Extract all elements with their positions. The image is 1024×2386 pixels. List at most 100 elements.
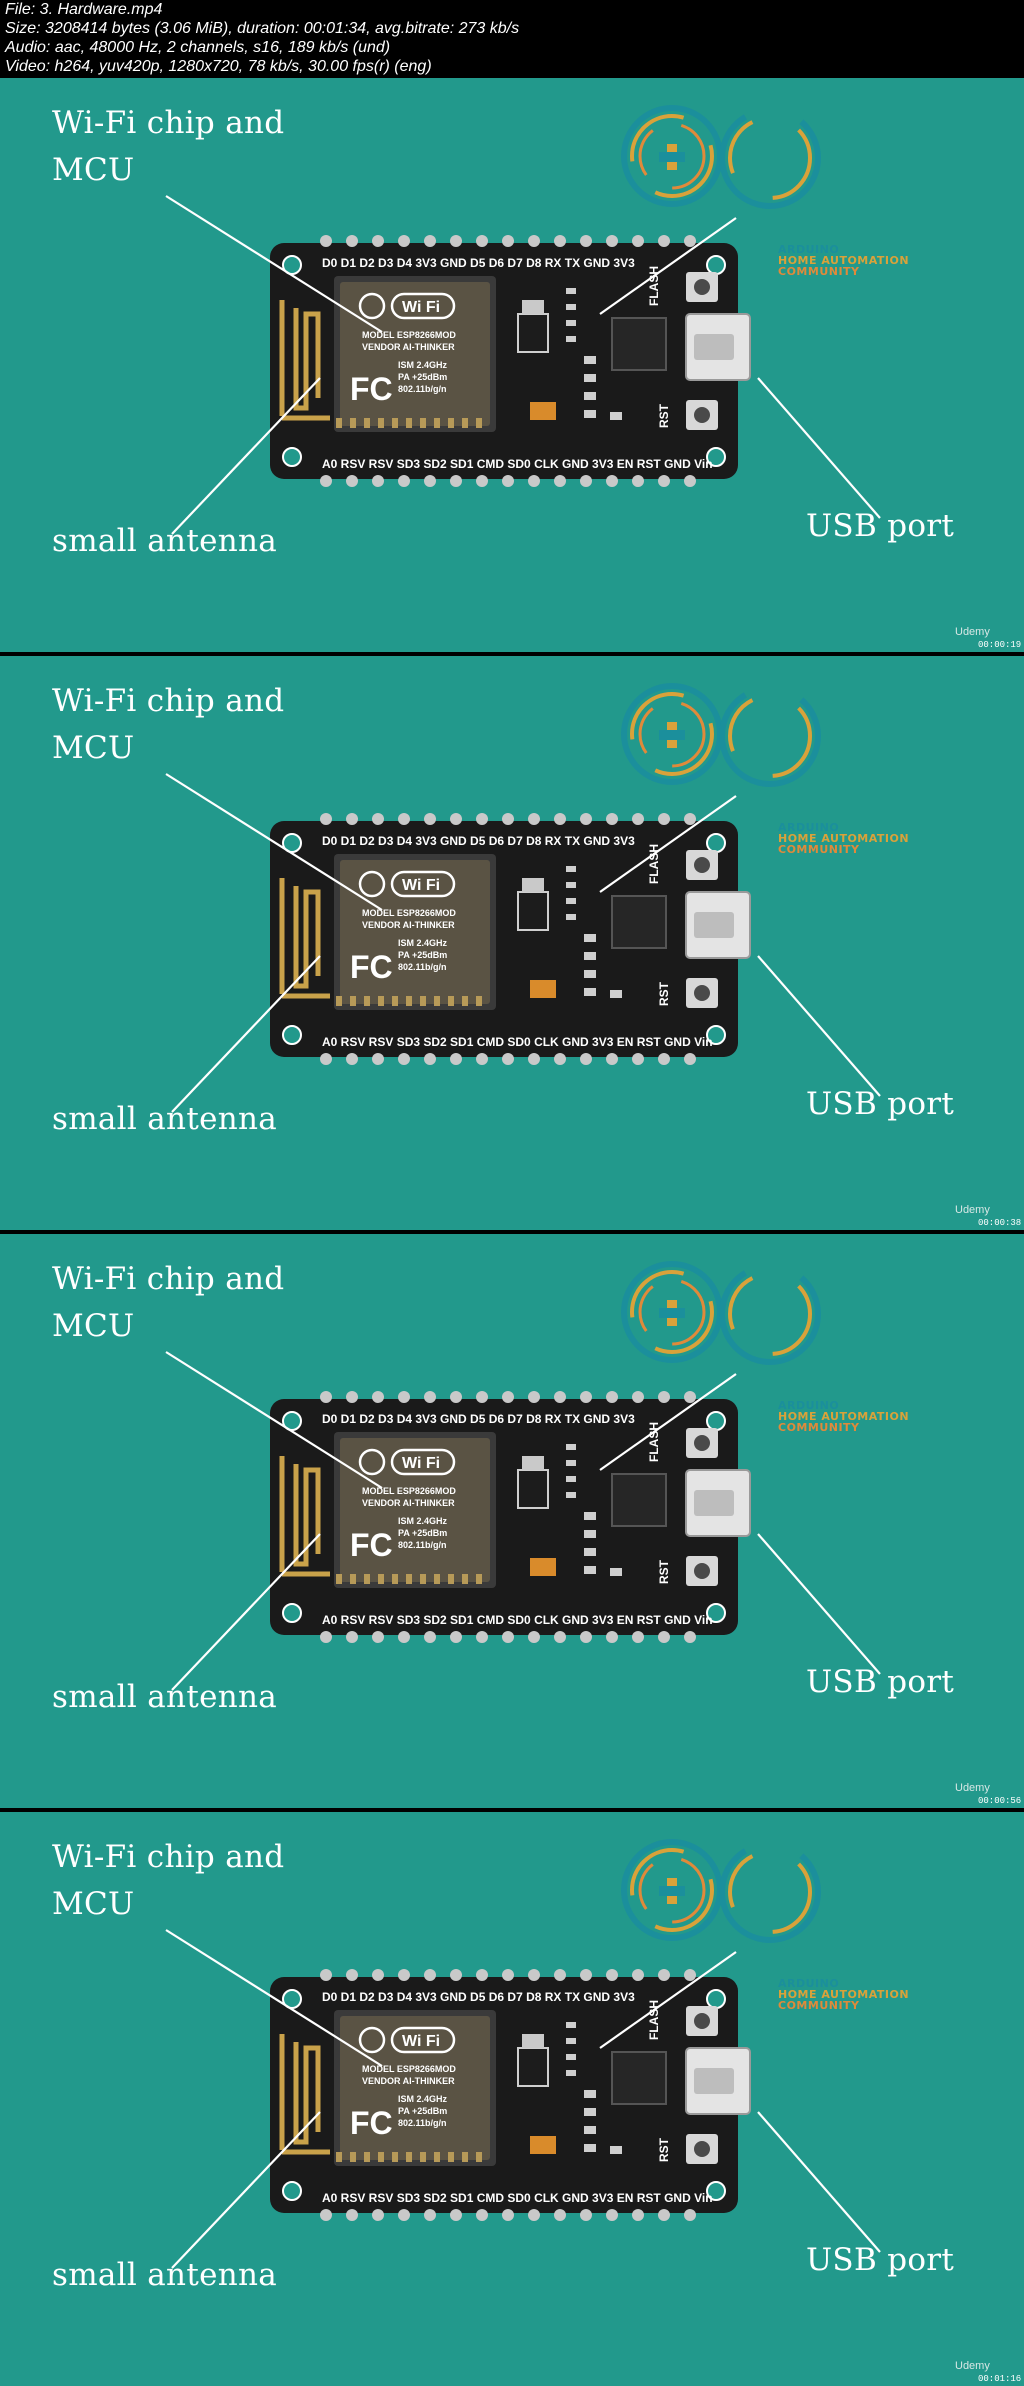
logo-text-home: HOME AUTOMATION: [778, 1988, 910, 2001]
wifi-badge-text: Wi Fi: [402, 299, 440, 316]
logo-text-home: HOME AUTOMATION: [778, 254, 910, 267]
svg-text:FC: FC: [350, 949, 393, 985]
frame-timestamp: 00:00:38: [978, 1218, 1022, 1228]
top-pin-labels: D0 D1 D2 D3 D4 3V3 GND D5 D6 D7 D8 RX TX…: [322, 256, 635, 270]
video-frame-1: D0 D1 D2 D3 D4 3V3 GND D5 D6 D7 D8 RX TX…: [0, 78, 1024, 652]
community-logo-icon: [621, 683, 821, 787]
wifi-logo-icon: Wi Fi: [358, 870, 456, 898]
file-name-line: File: 3. Hardware.mp4: [5, 1, 163, 18]
frame-timestamp: 00:00:19: [978, 640, 1022, 650]
antenna-caption: small antenna: [52, 1101, 278, 1137]
usb-port-caption: USB port: [806, 508, 955, 544]
chip-pa: PA +25dBm: [398, 2106, 447, 2116]
logo-text-home: HOME AUTOMATION: [778, 832, 910, 845]
antenna-trace: [279, 2034, 330, 2155]
svg-text:FC: FC: [350, 2105, 393, 2141]
svg-text:FC: FC: [350, 1527, 393, 1563]
chip-pa: PA +25dBm: [398, 950, 447, 960]
bottom-pin-labels: A0 RSV RSV SD3 SD2 SD1 CMD SD0 CLK GND 3…: [322, 2191, 713, 2205]
wifi-chip-caption: Wi-Fi chip and MCU: [52, 105, 285, 188]
antenna-trace: [279, 878, 330, 999]
flash-button: [686, 850, 718, 880]
usb-connector: [685, 891, 751, 959]
community-logo-icon: [621, 105, 821, 209]
bottom-pin-labels: A0 RSV RSV SD3 SD2 SD1 CMD SD0 CLK GND 3…: [322, 457, 713, 471]
fc-mark-icon: FC: [350, 2105, 393, 2141]
wifi-chip-caption: Wi-Fi chip and MCU: [52, 683, 285, 766]
antenna-caption: small antenna: [52, 523, 278, 559]
rst-label: RST: [657, 981, 671, 1006]
flash-label: FLASH: [647, 844, 661, 884]
nodemcu-board: D0 D1 D2 D3 D4 3V3 GND D5 D6 D7 D8 RX TX…: [270, 1391, 751, 1643]
wifi-logo-icon: Wi Fi: [358, 292, 456, 320]
rst-label: RST: [657, 403, 671, 428]
flash-button: [686, 1428, 718, 1458]
udemy-watermark: Udemy: [955, 2360, 990, 2372]
wifi-badge-text: Wi Fi: [402, 2033, 440, 2050]
chip-ism: ISM 2.4GHz: [398, 2094, 448, 2104]
usb-connector: [685, 313, 751, 381]
udemy-watermark: Udemy: [955, 1204, 990, 1216]
chip-ism: ISM 2.4GHz: [398, 360, 448, 370]
flash-label: FLASH: [647, 266, 661, 306]
chip-standard: 802.11b/g/n: [398, 2118, 447, 2128]
top-pin-labels: D0 D1 D2 D3 D4 3V3 GND D5 D6 D7 D8 RX TX…: [322, 834, 635, 848]
pointer-lines: [165, 773, 881, 1113]
reset-button: [686, 978, 718, 1008]
logo-text-arduino: ARDUINO: [778, 821, 840, 834]
chip-model: MODEL ESP8266MOD: [362, 330, 456, 340]
antenna-trace: [279, 1456, 330, 1577]
chip-model: MODEL ESP8266MOD: [362, 1486, 456, 1496]
usb-connector: [685, 1469, 751, 1537]
chip-model: MODEL ESP8266MOD: [362, 2064, 456, 2074]
chip-pa: PA +25dBm: [398, 1528, 447, 1538]
chip-vendor: VENDOR AI-THINKER: [362, 920, 455, 930]
svg-text:FC: FC: [350, 371, 393, 407]
wifi-logo-icon: Wi Fi: [358, 1448, 456, 1476]
reset-button: [686, 1556, 718, 1586]
chip-standard: 802.11b/g/n: [398, 1540, 447, 1550]
community-logo-icon: [621, 1839, 821, 1943]
pointer-lines: [165, 1351, 881, 1691]
logo-text-community: COMMUNITY: [778, 1999, 860, 2012]
frame-illustration: D0 D1 D2 D3 D4 3V3 GND D5 D6 D7 D8 RX TX…: [165, 1261, 881, 1691]
logo-text-community: COMMUNITY: [778, 843, 860, 856]
frame-illustration: D0 D1 D2 D3 D4 3V3 GND D5 D6 D7 D8 RX TX…: [165, 683, 881, 1113]
video-frame-3: D0 D1 D2 D3 D4 3V3 GND D5 D6 D7 D8 RX TX…: [0, 1234, 1024, 1808]
antenna-caption: small antenna: [52, 2257, 278, 2293]
frame-illustration: D0 D1 D2 D3 D4 3V3 GND D5 D6 D7 D8 RX TX…: [165, 105, 881, 535]
fc-mark-icon: FC: [350, 371, 393, 407]
chip-standard: 802.11b/g/n: [398, 962, 447, 972]
file-size-line: Size: 3208414 bytes (3.06 MiB), duration…: [5, 20, 520, 37]
usb-port-caption: USB port: [806, 2242, 955, 2278]
rst-label: RST: [657, 1559, 671, 1584]
bottom-pin-labels: A0 RSV RSV SD3 SD2 SD1 CMD SD0 CLK GND 3…: [322, 1613, 713, 1627]
wifi-badge-text: Wi Fi: [402, 1455, 440, 1472]
antenna-caption: small antenna: [52, 1679, 278, 1715]
chip-vendor: VENDOR AI-THINKER: [362, 342, 455, 352]
wifi-logo-icon: Wi Fi: [358, 2026, 456, 2054]
chip-vendor: VENDOR AI-THINKER: [362, 2076, 455, 2086]
nodemcu-board: D0 D1 D2 D3 D4 3V3 GND D5 D6 D7 D8 RX TX…: [270, 235, 751, 487]
audio-info-line: Audio: aac, 48000 Hz, 2 channels, s16, 1…: [5, 39, 391, 56]
wifi-chip-caption: Wi-Fi chip and MCU: [52, 1839, 285, 1922]
logo-text-arduino: ARDUINO: [778, 1977, 840, 1990]
community-logo-icon: [621, 1261, 821, 1365]
top-pin-labels: D0 D1 D2 D3 D4 3V3 GND D5 D6 D7 D8 RX TX…: [322, 1990, 635, 2004]
flash-label: FLASH: [647, 2000, 661, 2040]
bottom-pin-labels: A0 RSV RSV SD3 SD2 SD1 CMD SD0 CLK GND 3…: [322, 1035, 713, 1049]
flash-button: [686, 272, 718, 302]
logo-text-arduino: ARDUINO: [778, 243, 840, 256]
frame-timestamp: 00:01:16: [978, 2374, 1022, 2384]
logo-text-community: COMMUNITY: [778, 1421, 860, 1434]
wifi-badge-text: Wi Fi: [402, 877, 440, 894]
file-info-header: File: 3. Hardware.mp4 Size: 3208414 byte…: [0, 0, 1024, 76]
pointer-lines: [165, 195, 881, 535]
chip-ism: ISM 2.4GHz: [398, 938, 448, 948]
flash-button: [686, 2006, 718, 2036]
chip-standard: 802.11b/g/n: [398, 384, 447, 394]
logo-text-arduino: ARDUINO: [778, 1399, 840, 1412]
video-frame-4: D0 D1 D2 D3 D4 3V3 GND D5 D6 D7 D8 RX TX…: [0, 1812, 1024, 2386]
reset-button: [686, 2134, 718, 2164]
chip-pa: PA +25dBm: [398, 372, 447, 382]
